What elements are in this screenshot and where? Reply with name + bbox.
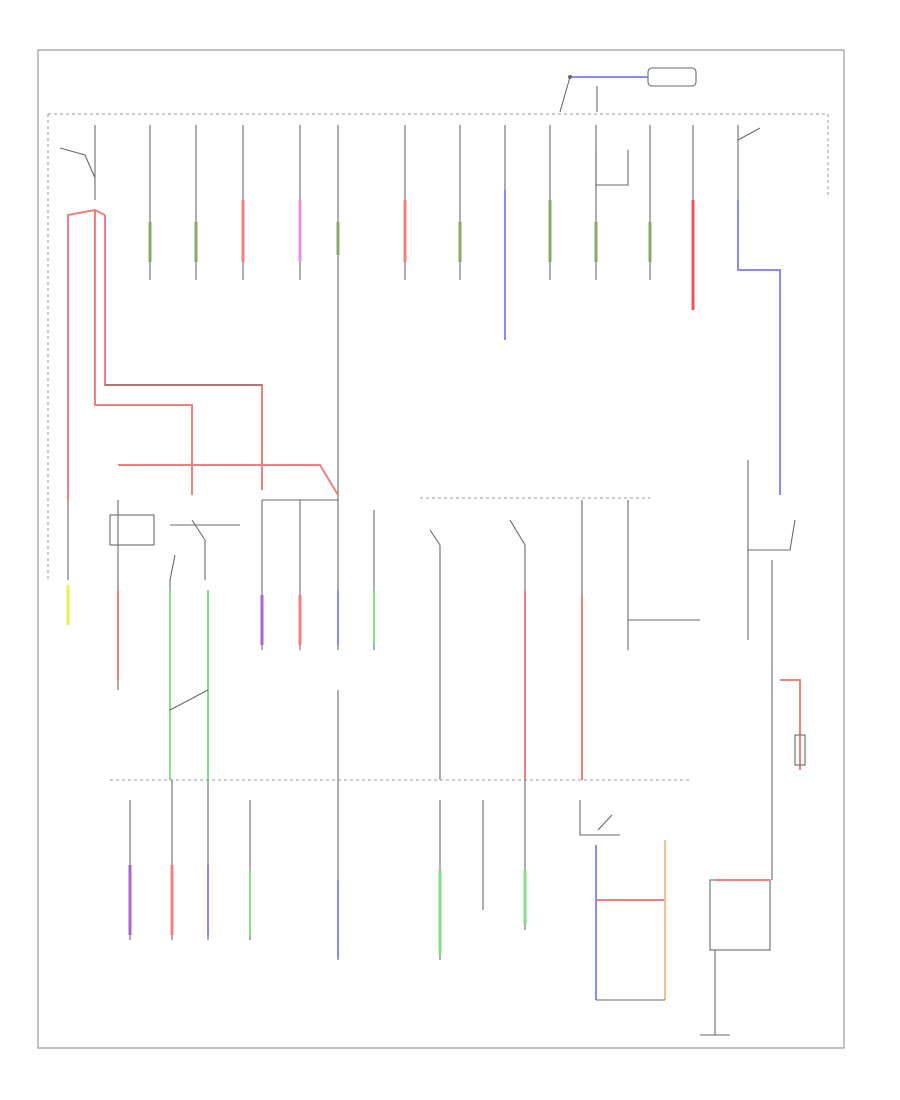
diagram-frame (37, 49, 845, 1049)
top-colored-segments (148, 190, 781, 495)
battery-feed (559, 67, 697, 113)
ignition-red-feeds (67, 208, 339, 500)
right-middle-switches (420, 460, 806, 880)
middle-row (66, 499, 375, 780)
bottom-row (128, 690, 771, 1036)
top-fuse-row (59, 125, 761, 500)
